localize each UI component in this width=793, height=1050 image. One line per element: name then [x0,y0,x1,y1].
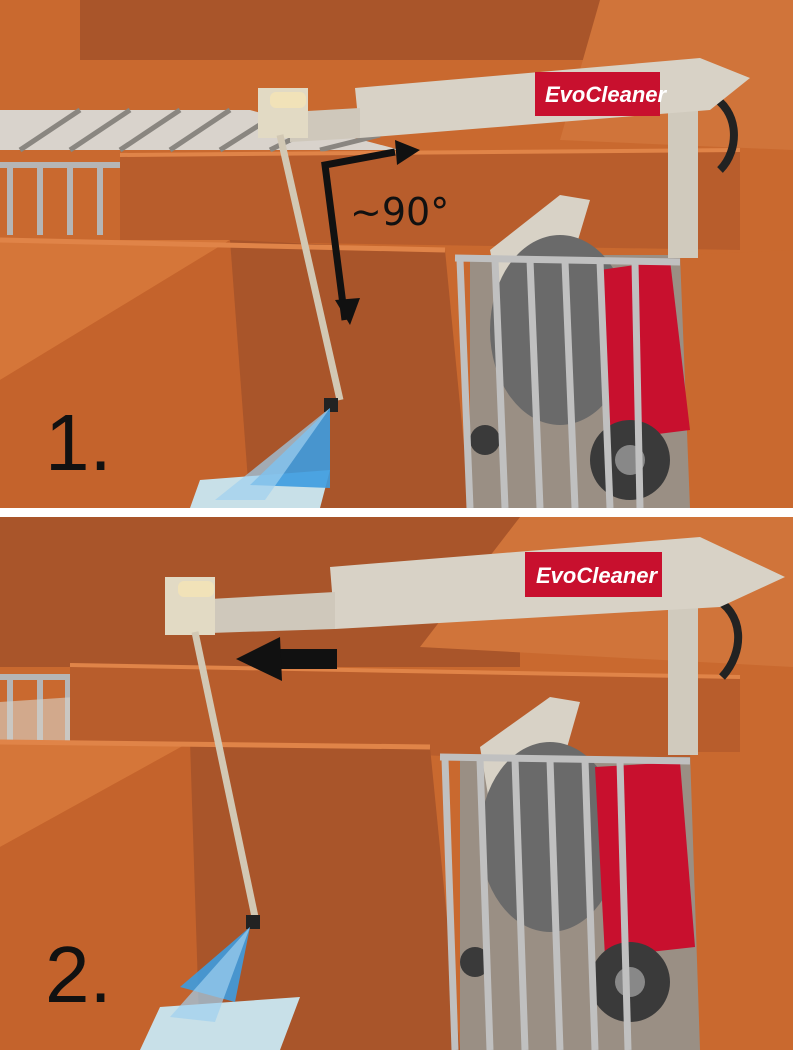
scene-1: EvoCleaner ~90° 1. [0,0,793,508]
scene-2: EvoCleaner 2. [0,517,793,1050]
right-side-wall [690,752,793,1050]
nozzle-tip [324,398,338,412]
step-label-2: 2. [45,930,112,1019]
robot-column [668,607,698,755]
robot-column [668,110,698,258]
angle-label: ~90° [350,190,449,234]
diagram-panel-2: EvoCleaner 2. [0,517,793,1050]
brand-label: EvoCleaner [536,563,658,588]
diagram-panel-1: EvoCleaner ~90° 1. [0,0,793,508]
panel-divider [0,508,793,517]
brand-label: EvoCleaner [545,82,667,107]
nozzle-tip [246,915,260,929]
back-wall [80,0,600,60]
robot-arm-extension [210,592,335,633]
step-label-1: 1. [45,398,112,487]
right-side-wall [680,250,793,508]
